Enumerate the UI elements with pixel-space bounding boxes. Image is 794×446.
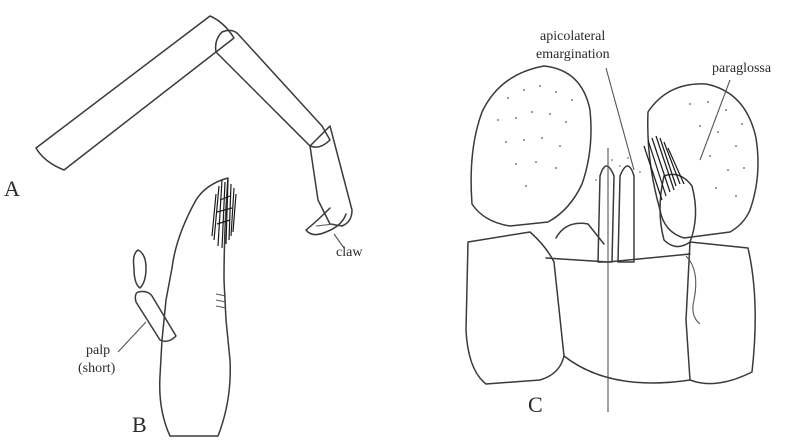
panel-label-b: B	[132, 414, 147, 436]
palp-short-label: (short)	[78, 362, 115, 376]
mentum-right	[686, 242, 755, 384]
apicolateral-label: apicolateral	[540, 30, 605, 44]
panel-label-a: A	[4, 178, 20, 200]
maxilla-drawing-b	[118, 178, 236, 436]
palp-segment	[134, 250, 147, 288]
tarsus-segment	[310, 126, 352, 226]
claw-label: claw	[336, 246, 362, 260]
labium-drawing-c	[466, 66, 758, 412]
mentum-left	[466, 232, 564, 384]
claw-shape	[306, 208, 346, 235]
palp-label: palp	[86, 344, 110, 358]
paraglossa-bristles	[644, 136, 684, 200]
left-lobe	[471, 66, 591, 226]
femur-segment	[36, 16, 234, 170]
emargination-label: emargination	[536, 48, 610, 62]
tibia-segment	[216, 30, 330, 147]
setae-dots	[497, 85, 745, 197]
panel-label-c: C	[528, 394, 543, 416]
leg-drawing-a	[36, 16, 352, 248]
paraglossa-label: paraglossa	[712, 62, 771, 76]
